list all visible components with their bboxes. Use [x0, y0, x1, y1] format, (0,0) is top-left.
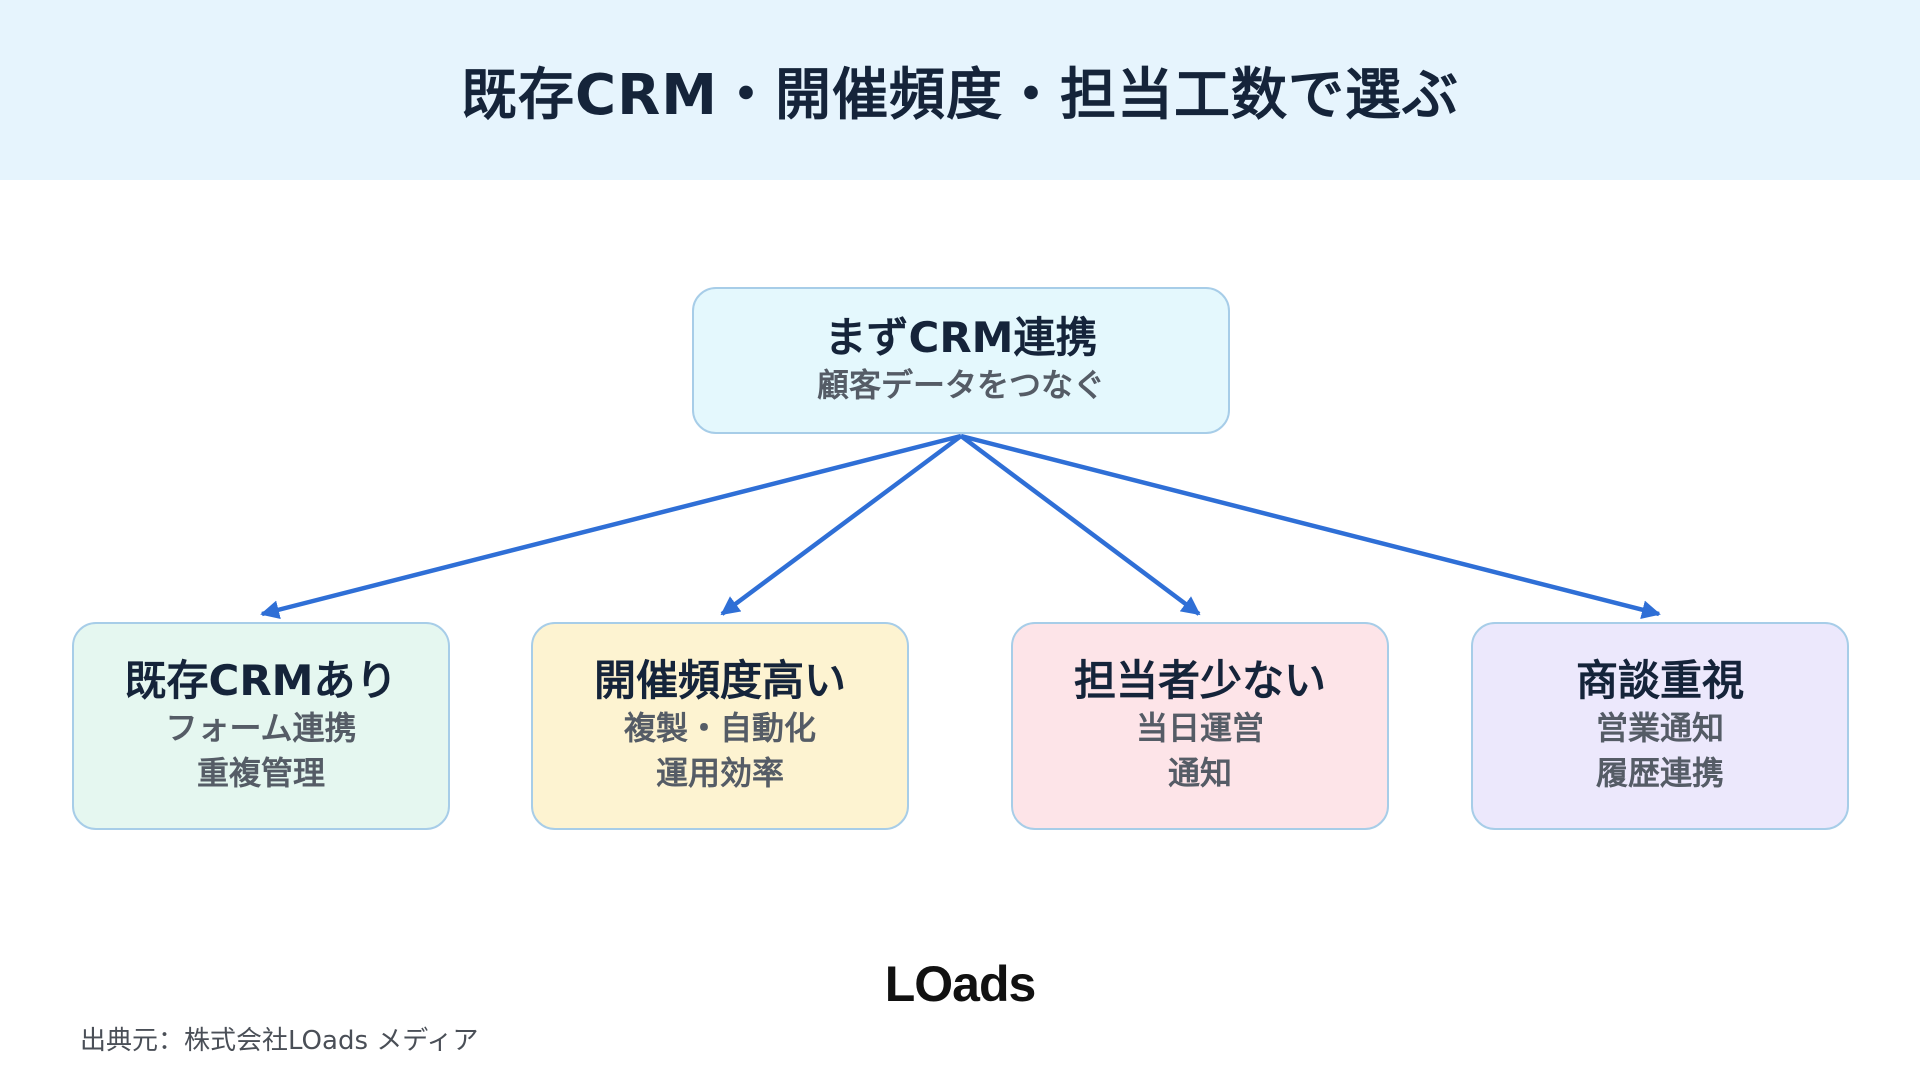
arrow-to-high-frequency [720, 434, 963, 616]
page-title: 既存CRM・開催頻度・担当工数で選ぶ [461, 62, 1459, 128]
header-banner: 既存CRM・開催頻度・担当工数で選ぶ [0, 0, 1920, 180]
arrow-to-few-staff [959, 434, 1201, 616]
root-node-title: まずCRM連携 [824, 312, 1098, 362]
node-title: 開催頻度高い [593, 656, 846, 705]
node-high-frequency: 開催頻度高い 複製・自動化 運用効率 [531, 622, 909, 830]
node-few-staff: 担当者少ない 当日運営 通知 [1011, 622, 1389, 830]
node-detail: 当日運営 [1135, 709, 1264, 748]
node-existing-crm: 既存CRMあり フォーム連携 重複管理 [72, 622, 450, 830]
node-detail: 複製・自動化 [623, 709, 816, 748]
arrow-to-existing-crm [260, 433, 962, 619]
node-detail: 運用効率 [655, 754, 784, 793]
source-credit: 出典元：株式会社LOads メディア [80, 1026, 479, 1056]
arrow-to-sales-focus [960, 433, 1661, 619]
root-node-subtitle: 顧客データをつなぐ [816, 366, 1105, 405]
node-title: 担当者少ない [1073, 656, 1326, 705]
node-detail: 通知 [1167, 754, 1232, 793]
node-detail: 営業通知 [1595, 709, 1724, 748]
node-title: 既存CRMあり [124, 656, 398, 705]
loads-logo: LOads [884, 956, 1037, 1012]
node-detail: 重複管理 [196, 754, 325, 793]
node-sales-focus: 商談重視 営業通知 履歴連携 [1471, 622, 1849, 830]
node-title: 商談重視 [1575, 656, 1744, 705]
root-node-crm-integration: まずCRM連携 顧客データをつなぐ [692, 287, 1230, 434]
node-detail: 履歴連携 [1595, 754, 1724, 793]
node-detail: フォーム連携 [165, 709, 357, 748]
